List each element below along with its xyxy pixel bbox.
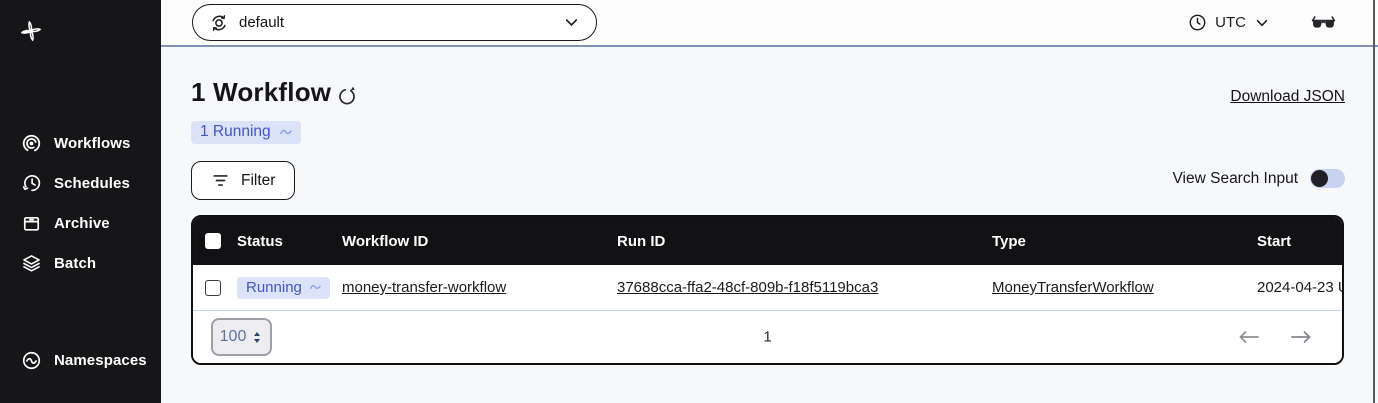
run-id-link[interactable]: 37688cca-ffa2-48cf-809b-f18f5119bca3 xyxy=(617,279,879,296)
run-id-cell: 37688cca-ffa2-48cf-809b-f18f5119bca3 xyxy=(617,279,992,296)
sidebar-item-schedules[interactable]: Schedules xyxy=(0,163,161,203)
topbar: default UTC xyxy=(161,0,1378,47)
view-search-input-toggle[interactable] xyxy=(1310,169,1345,188)
column-header-status[interactable]: Status xyxy=(237,232,283,250)
select-all-checkbox[interactable] xyxy=(205,233,221,249)
sidebar-item-archive[interactable]: Archive xyxy=(0,203,161,243)
sidebar-item-namespaces[interactable]: Namespaces xyxy=(0,340,161,380)
chevron-down-icon xyxy=(563,14,580,31)
timezone-label: UTC xyxy=(1215,14,1246,31)
batch-layers-icon xyxy=(21,253,42,274)
workflow-id-cell: money-transfer-workflow xyxy=(342,279,617,296)
filter-button[interactable]: Filter xyxy=(191,161,296,200)
page-size-select[interactable]: 100 xyxy=(211,318,272,356)
main-content: 1 Workflow Download JSON 1 Running xyxy=(161,47,1378,403)
heartbeat-icon xyxy=(279,128,292,136)
view-search-input-row: View Search Input xyxy=(1172,169,1345,188)
namespace-icon xyxy=(209,13,229,33)
workflows-table: Status Workflow ID Run ID Type Start Run… xyxy=(191,215,1344,365)
start-cell: 2024-04-23 UTC xyxy=(1257,279,1342,296)
toggle-knob xyxy=(1311,170,1328,187)
download-json-link[interactable]: Download JSON xyxy=(1230,88,1345,105)
table-row[interactable]: Running money-transfer-workflow 37688cca… xyxy=(193,265,1342,311)
status-cell: Running xyxy=(237,276,342,299)
page-scrollbar[interactable] xyxy=(1373,0,1375,403)
workflows-icon xyxy=(21,133,42,154)
heartbeat-icon xyxy=(310,283,321,291)
refresh-icon[interactable] xyxy=(337,86,357,106)
page-title: 1 Workflow xyxy=(191,77,332,107)
table-header-row: Status Workflow ID Run ID Type Start xyxy=(193,217,1342,265)
filter-lines-icon xyxy=(211,171,230,190)
type-cell: MoneyTransferWorkflow xyxy=(992,279,1257,296)
column-header-run-id[interactable]: Run ID xyxy=(617,232,666,250)
sidebar-item-label: Archive xyxy=(54,214,110,232)
sidebar-nav-bottom: Namespaces xyxy=(0,340,161,380)
sidebar-item-batch[interactable]: Batch xyxy=(0,243,161,283)
filter-button-label: Filter xyxy=(241,171,276,189)
sidebar: Workflows Schedules xyxy=(0,0,161,403)
temporal-logo-icon[interactable] xyxy=(18,18,44,44)
sidebar-item-workflows[interactable]: Workflows xyxy=(0,123,161,163)
archive-box-icon xyxy=(21,213,42,234)
column-header-start[interactable]: Start xyxy=(1257,232,1292,250)
namespace-value: default xyxy=(239,14,285,31)
view-search-input-label: View Search Input xyxy=(1172,169,1298,187)
previous-page-arrow-icon[interactable] xyxy=(1238,330,1260,344)
row-checkbox[interactable] xyxy=(205,279,221,296)
running-count-label: 1 Running xyxy=(200,123,271,140)
next-page-arrow-icon[interactable] xyxy=(1290,330,1312,344)
topbar-right-controls: UTC xyxy=(1188,0,1337,45)
sidebar-item-label: Schedules xyxy=(54,174,130,192)
status-label: Running xyxy=(246,278,302,296)
schedules-icon xyxy=(21,173,42,194)
workflow-type-link[interactable]: MoneyTransferWorkflow xyxy=(992,279,1154,296)
namespace-selector[interactable]: default xyxy=(192,4,597,41)
sidebar-item-label: Namespaces xyxy=(54,351,147,369)
sidebar-nav: Workflows Schedules xyxy=(0,123,161,283)
page-size-value: 100 xyxy=(219,328,247,345)
clock-icon xyxy=(1188,13,1207,32)
column-header-type[interactable]: Type xyxy=(992,232,1026,250)
namespaces-icon xyxy=(21,350,42,371)
timezone-selector[interactable]: UTC xyxy=(1188,13,1270,32)
current-page-indicator: 1 xyxy=(763,328,772,346)
labs-mode-toggle[interactable] xyxy=(1310,13,1337,33)
table-footer: 100 1 xyxy=(193,311,1342,363)
sidebar-item-label: Batch xyxy=(54,254,97,272)
column-header-workflow-id[interactable]: Workflow ID xyxy=(342,232,429,250)
sidebar-item-label: Workflows xyxy=(54,134,131,152)
workflow-id-link[interactable]: money-transfer-workflow xyxy=(342,279,507,296)
status-badge[interactable]: Running xyxy=(237,276,330,299)
stepper-arrows-icon xyxy=(251,330,263,345)
chevron-down-icon xyxy=(1254,15,1270,31)
glasses-icon xyxy=(1310,13,1337,33)
running-count-badge[interactable]: 1 Running xyxy=(191,121,301,144)
